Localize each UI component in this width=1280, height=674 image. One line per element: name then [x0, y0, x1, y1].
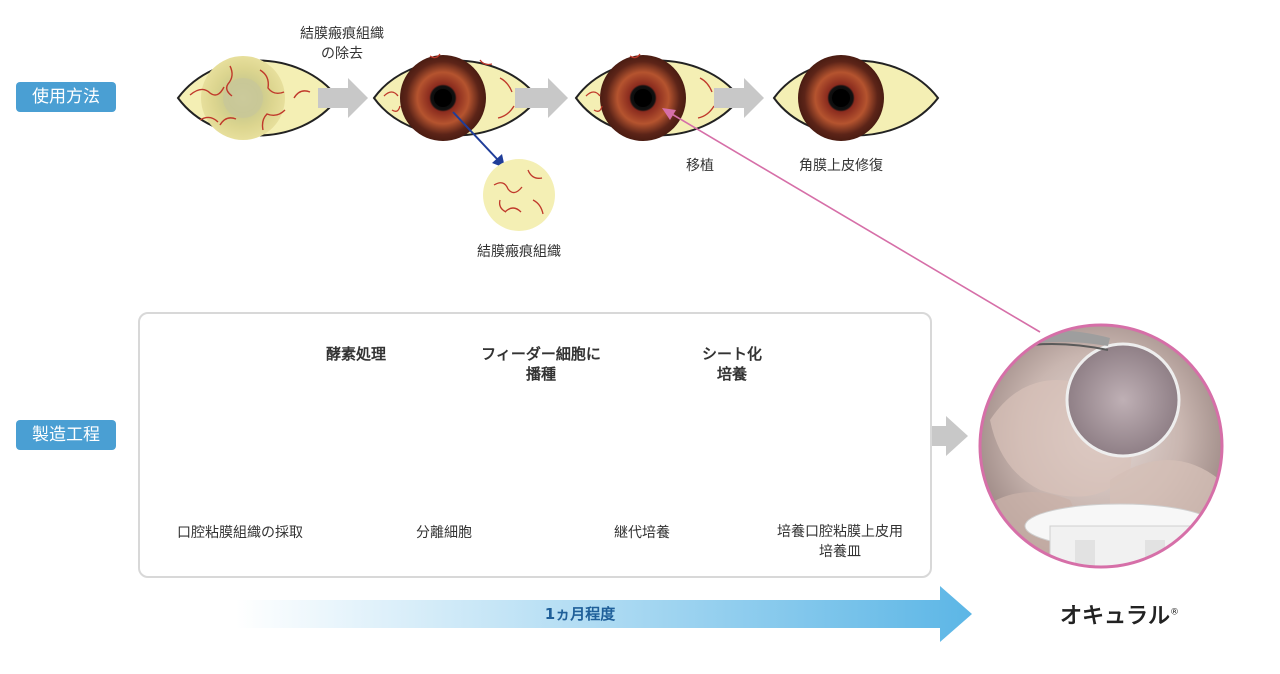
product-name: オキュラル® [1060, 598, 1179, 630]
cells-caption: 分離細胞 [416, 525, 472, 541]
transplant-line [662, 108, 1041, 333]
repair-caption: 角膜上皮修復 [799, 158, 883, 174]
duration-label: 1ヵ月程度 [544, 605, 616, 623]
removed-tissue-caption: 結膜瘢痕組織 [477, 244, 561, 260]
duration-arrow [236, 586, 972, 642]
top-row-arrows [318, 78, 764, 118]
product-photo [978, 323, 1224, 569]
eye-after-removal [372, 53, 540, 141]
manufacturing-label: 製造工程 [16, 420, 116, 450]
dish-caption: 培養口腔粘膜上皮用 培養皿 [777, 524, 903, 560]
passage-caption: 継代培養 [614, 525, 670, 541]
feeder-step-label: フィーダー細胞に 播種 [481, 345, 601, 383]
usage-label: 使用方法 [16, 82, 116, 112]
collect-caption: 口腔粘膜組織の採取 [177, 525, 303, 541]
manufacturing-panel [138, 312, 932, 578]
sheet-step-label: シート化 培養 [701, 345, 762, 383]
eye-repaired [772, 55, 940, 141]
product-name-text: オキュラル [1060, 604, 1171, 629]
removed-tissue [483, 159, 555, 231]
eye-scarred [176, 56, 340, 140]
step-removal-caption: 結膜瘢痕組織 の除去 [300, 26, 384, 62]
enzyme-step-label: 酵素処理 [325, 345, 386, 363]
registered-mark: ® [1170, 607, 1180, 618]
transplant-caption: 移植 [686, 158, 714, 174]
eye-transplant [574, 53, 742, 141]
